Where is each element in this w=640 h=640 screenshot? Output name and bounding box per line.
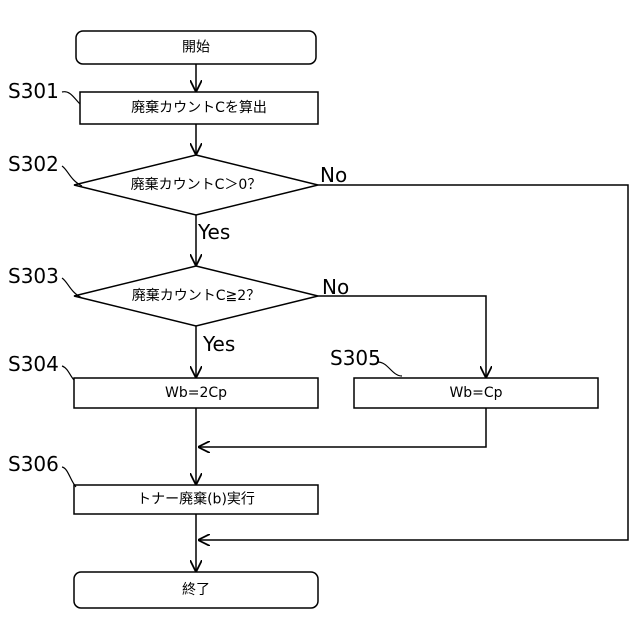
s303-yes-label: Yes xyxy=(202,332,235,356)
s302-decision-label: 廃棄カウントC＞0？ xyxy=(131,176,262,193)
s301-process-label: 廃棄カウントCを算出 xyxy=(131,99,267,116)
step-label-s303: S303 xyxy=(8,264,59,288)
leader-s305 xyxy=(378,362,402,376)
leader-s301 xyxy=(62,92,80,104)
leader-s306 xyxy=(62,467,76,487)
s303-decision-label: 廃棄カウントC≧2？ xyxy=(132,287,260,304)
s302-yes-label: Yes xyxy=(197,220,230,244)
step-label-s302: S302 xyxy=(8,152,59,176)
s303-no-label: No xyxy=(322,275,349,299)
s304-process-label: Wb=2Cp xyxy=(165,385,227,401)
end-terminal-label: 終了 xyxy=(182,582,210,598)
start-terminal-label: 開始 xyxy=(182,40,210,56)
s302-no-label: No xyxy=(320,163,347,187)
s306-process-label: トナー廃棄(b)実行 xyxy=(137,491,255,508)
step-label-s304: S304 xyxy=(8,352,59,376)
flow-s305-merge xyxy=(198,408,486,447)
step-label-s306: S306 xyxy=(8,452,59,476)
step-label-s305: S305 xyxy=(330,346,381,370)
s305-process-label: Wb=Cp xyxy=(449,385,502,401)
leader-s304 xyxy=(62,366,74,380)
step-label-s301: S301 xyxy=(8,79,59,103)
